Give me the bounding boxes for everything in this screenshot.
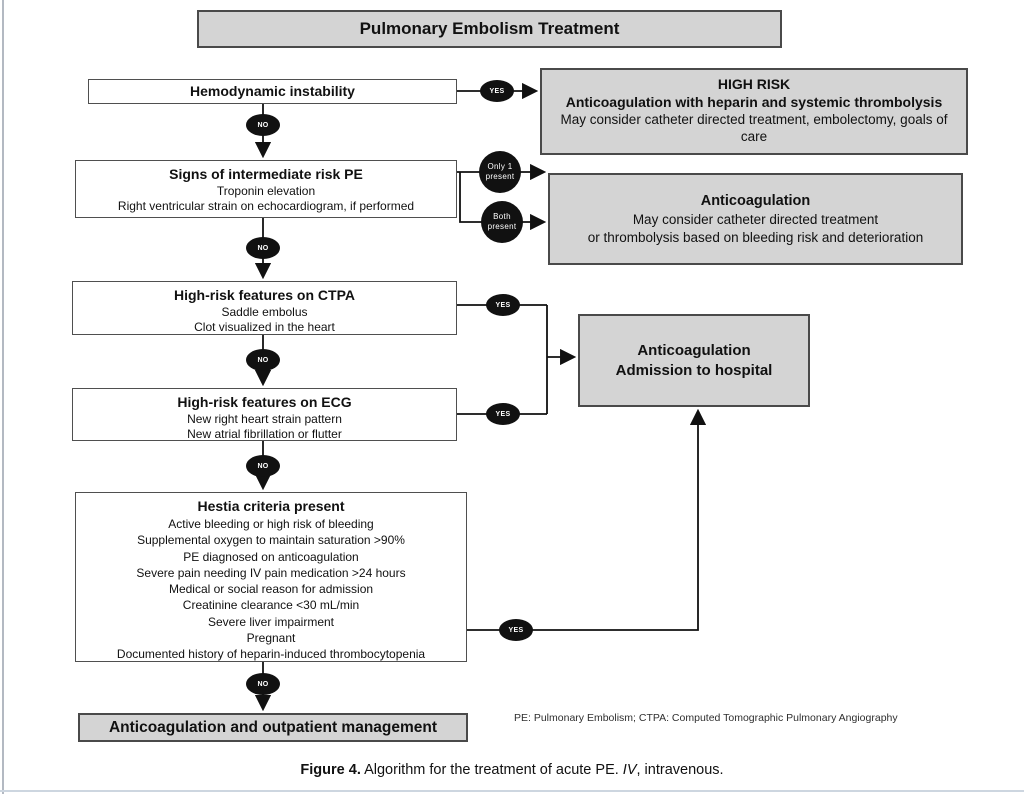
intermediate-risk-title: Signs of intermediate risk PE xyxy=(169,166,363,182)
hospital-line: Admission to hospital xyxy=(615,361,773,379)
high-risk-subtitle: Anticoagulation with heparin and systemi… xyxy=(565,94,943,110)
connector-hestia-yes xyxy=(467,408,707,631)
intermediate-risk-line: Troponin elevation xyxy=(216,184,316,198)
ecg-line: New atrial fibrillation or flutter xyxy=(187,426,342,441)
ecg-line: New right heart strain pattern xyxy=(187,412,342,426)
node-outpatient-management: Anticoagulation and outpatient managemen… xyxy=(78,713,468,742)
decision-no-badge: NO xyxy=(246,237,280,259)
hestia-title: Hestia criteria present xyxy=(197,498,345,514)
node-anticoagulation-consider: Anticoagulation May consider catheter di… xyxy=(548,173,963,265)
decision-no-badge: NO xyxy=(246,455,280,477)
node-hemodynamic-title: Hemodynamic instability xyxy=(190,83,355,99)
anticoagulation-consider-title: Anticoagulation xyxy=(700,193,811,209)
hestia-line: PE diagnosed on anticoagulation xyxy=(183,549,359,564)
node-intermediate-risk: Signs of intermediate risk PE Troponin e… xyxy=(75,160,457,218)
figure-caption-tail: , intravenous. xyxy=(636,762,724,778)
node-ecg: High-risk features on ECG New right hear… xyxy=(72,388,457,441)
hestia-line: Active bleeding or high risk of bleeding xyxy=(168,517,374,531)
high-risk-title: HIGH RISK xyxy=(717,76,791,92)
hestia-line: Pregnant xyxy=(246,631,296,646)
decision-no-badge: NO xyxy=(246,114,280,136)
hestia-line: Medical or social reason for admission xyxy=(168,582,374,597)
decision-no-badge: NO xyxy=(246,673,280,695)
hestia-line: Documented history of heparin-induced th… xyxy=(116,647,426,662)
node-hemodynamic-instability: Hemodynamic instability xyxy=(88,79,457,104)
abbreviations-footnote: PE: Pulmonary Embolism; CTPA: Computed T… xyxy=(514,712,898,724)
decision-yes-badge: YES xyxy=(499,619,533,641)
high-risk-detail: May consider catheter directed treatment… xyxy=(560,112,948,144)
hestia-line: Supplemental oxygen to maintain saturati… xyxy=(137,533,405,548)
anticoagulation-consider-line: May consider catheter directed treatment xyxy=(632,212,879,227)
hestia-line: Severe pain needing IV pain medication >… xyxy=(136,565,406,580)
decision-yes-badge: YES xyxy=(486,294,520,316)
page-left-edge xyxy=(2,0,4,794)
decision-both-present-badge: Both present xyxy=(481,201,523,243)
hospital-line: Anticoagulation xyxy=(637,341,751,359)
hestia-line: Severe liver impairment xyxy=(207,614,335,629)
diagram-title: Pulmonary Embolism Treatment xyxy=(359,19,620,38)
figure-caption-label: Figure 4. xyxy=(300,762,361,778)
page-bottom-edge xyxy=(0,790,1024,792)
decision-only1-present-badge: Only 1 present xyxy=(479,151,521,193)
diagram-title-box: Pulmonary Embolism Treatment xyxy=(197,10,782,48)
figure-caption-abbrev: IV xyxy=(622,762,637,778)
decision-no-badge: NO xyxy=(246,349,280,371)
ctpa-title: High-risk features on CTPA xyxy=(174,287,355,303)
intermediate-risk-line: Right ventricular strain on echocardiogr… xyxy=(117,198,415,213)
node-ctpa: High-risk features on CTPA Saddle embolu… xyxy=(72,281,457,335)
ctpa-line: Clot visualized in the heart xyxy=(194,319,335,334)
ecg-title: High-risk features on ECG xyxy=(177,394,352,410)
node-hospital-admission: Anticoagulation Admission to hospital xyxy=(578,314,810,407)
ctpa-line: Saddle embolus xyxy=(221,305,308,319)
hestia-line: Creatinine clearance <30 mL/min xyxy=(182,598,360,613)
decision-yes-badge: YES xyxy=(480,80,514,102)
anticoagulation-consider-line: or thrombolysis based on bleeding risk a… xyxy=(587,230,924,245)
node-hestia-criteria: Hestia criteria present Active bleeding … xyxy=(75,492,467,662)
node-high-risk: HIGH RISK Anticoagulation with heparin a… xyxy=(540,68,968,155)
figure-caption-body: Algorithm for the treatment of acute PE. xyxy=(360,762,623,778)
outpatient-title: Anticoagulation and outpatient managemen… xyxy=(108,719,438,736)
decision-yes-badge: YES xyxy=(486,403,520,425)
figure-caption: Figure 4. Algorithm for the treatment of… xyxy=(0,762,1024,778)
